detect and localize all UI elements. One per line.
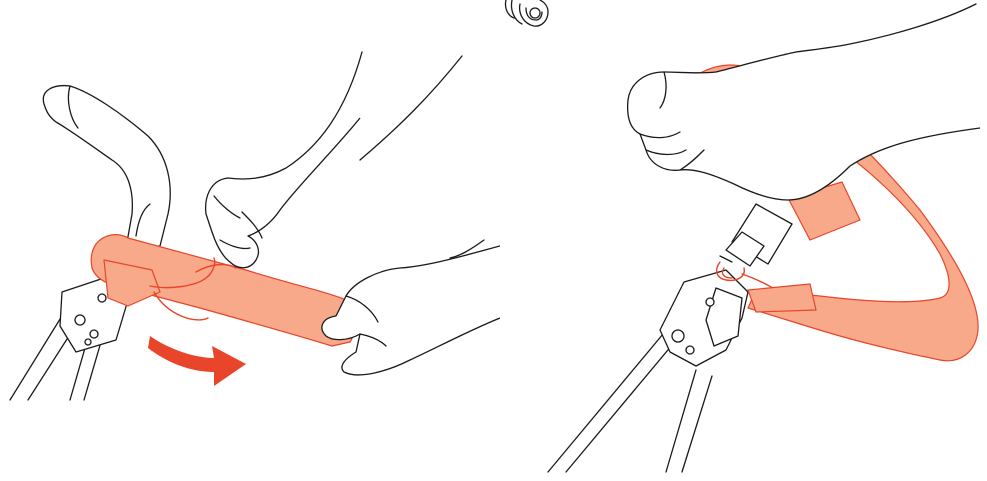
handlebar-tube (720, 204, 792, 266)
step-wrap-panel (0, 0, 500, 481)
stroller-frame (548, 270, 748, 472)
upper-hand (206, 52, 462, 268)
curved-arrow-icon (148, 336, 246, 386)
lower-hand (322, 240, 500, 375)
step-loop-panel (520, 0, 987, 481)
hand (628, 4, 980, 200)
handlebar-grip (43, 86, 170, 248)
